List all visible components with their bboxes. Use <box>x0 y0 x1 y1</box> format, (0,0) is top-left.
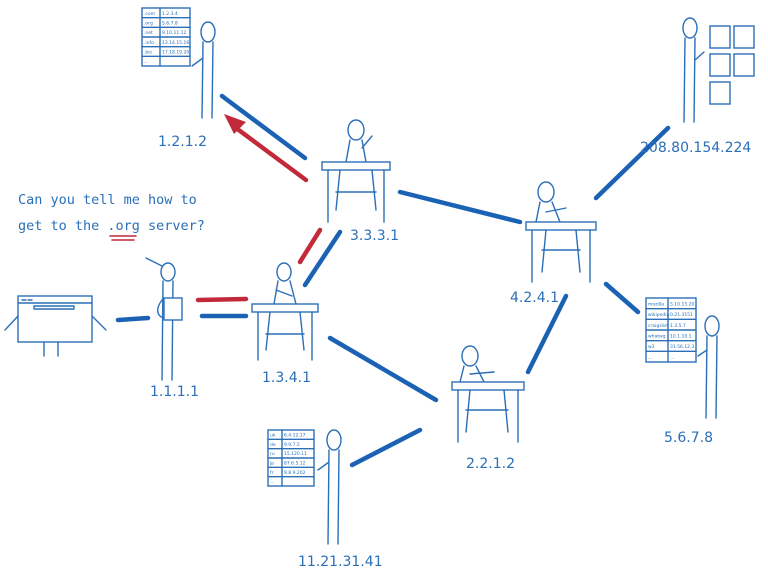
link-root-rootrouter <box>219 93 308 161</box>
midrouter-person <box>451 345 525 443</box>
web-doc-1 <box>709 25 731 49</box>
table-cell-domain: .org <box>144 20 153 26</box>
table-cell-address: 15.120.11 <box>284 451 307 457</box>
label-midrouter: 2.2.1.2 <box>466 456 515 472</box>
web-doc-5 <box>709 81 731 105</box>
table-cell-address: 31.56.12.3 <box>670 344 694 350</box>
query-client-resolver <box>195 296 249 303</box>
resolver-person <box>251 262 319 361</box>
table-cell-domain: .net <box>144 30 153 36</box>
table-cell-address: 9.10.11.12 <box>162 30 186 36</box>
cc-server-person <box>317 429 342 545</box>
table-cell-domain: uk <box>270 433 276 439</box>
label-ccserver: 11.21.31.41 <box>298 554 383 570</box>
link-hub-orgserver <box>603 281 641 315</box>
label-webserver: 208.80.154.224 <box>640 140 751 156</box>
web-doc-2 <box>733 25 755 49</box>
table-cell-address: 5.10.15.20 <box>670 301 694 307</box>
table-cell-domain: de <box>270 442 276 448</box>
table-cell-address: 1.2.3.4 <box>162 11 178 17</box>
org-server-person <box>697 315 720 419</box>
table-cell-domain: ... <box>648 356 652 361</box>
link-client-laptop <box>115 315 151 323</box>
browser-window <box>4 295 107 357</box>
table-cell-address: 1.3.5.7 <box>670 323 686 329</box>
query-path <box>195 114 323 303</box>
table-cell-address: 17.18.19.20 <box>162 49 189 55</box>
client-person <box>145 257 183 381</box>
link-rootrouter-hub <box>397 189 523 225</box>
link-hub-webserver <box>593 125 671 201</box>
table-cell-domain: craigslist <box>648 323 668 329</box>
link-hub-midrouter <box>525 293 569 375</box>
table-cell-domain: ... <box>270 480 274 485</box>
query-resolver-rootrouter <box>297 227 323 265</box>
table-cell-domain: whatwg <box>648 333 666 339</box>
query-rootrouter-root <box>233 125 309 183</box>
label-resolver: 1.3.4.1 <box>262 370 311 386</box>
table-cell-domain: mozilla <box>648 301 664 307</box>
root-server-person <box>191 21 216 119</box>
table-cell-domain: .com <box>144 12 155 17</box>
webserver-person <box>682 17 755 123</box>
question-line-2: get to the .org server? <box>18 218 205 234</box>
root-zone-table: .com 1.2.3.4 .org 5.6.7.8 .net 9.10.11.12 .inf… <box>141 7 191 67</box>
label-rootrouter: 3.3.3.1 <box>350 228 399 244</box>
table-cell-address: 5.6.7.8 <box>162 20 178 26</box>
table-cell-address: 87.6.5.12 <box>284 461 306 467</box>
network-links <box>115 93 671 468</box>
table-cell-address: 13.14.15.16 <box>162 40 189 46</box>
table-cell-domain: ru <box>270 451 275 457</box>
table-cell-address: 9.9.7.5 <box>284 442 300 448</box>
query-arrow-head <box>224 114 246 134</box>
link-midrouter-ccserver <box>349 427 423 468</box>
table-cell-domain: wikipedia <box>648 312 670 318</box>
cc-zone-table: uk 6.4.12.17 de 9.9.7.5 ru 15.120.11 jp 87.6.5.… <box>267 429 315 487</box>
table-cell-domain: .biz <box>144 49 153 55</box>
table-cell-address: 10.1.10.1 <box>670 333 692 339</box>
link-resolver-rootrouter <box>302 229 343 288</box>
table-cell-address: 0.21.3151 <box>670 312 693 318</box>
table-cell-address: 6.4.12.17 <box>284 433 306 439</box>
table-cell-address: ... <box>670 356 674 361</box>
label-root: 1.2.1.2 <box>158 134 207 150</box>
table-cell-domain: ... <box>144 60 148 65</box>
table-cell-domain: jp <box>269 461 274 467</box>
table-cell-address: 9.8.9.202 <box>284 470 306 476</box>
rootrouter-person <box>321 119 391 223</box>
hubrouter-person <box>525 181 597 283</box>
web-doc-4 <box>733 53 755 77</box>
web-doc-3 <box>709 53 731 77</box>
label-client: 1.1.1.1 <box>150 384 199 400</box>
question-line-1: Can you tell me how to <box>18 192 197 208</box>
label-orgserver: 5.6.7.8 <box>664 430 713 446</box>
table-cell-domain: fr <box>270 470 274 476</box>
table-cell-domain: .info <box>144 40 154 46</box>
table-cell-domain: w3 <box>648 344 655 350</box>
link-resolver-midrouter <box>327 335 439 403</box>
label-hubrouter: 4.2.4.1 <box>510 290 559 306</box>
